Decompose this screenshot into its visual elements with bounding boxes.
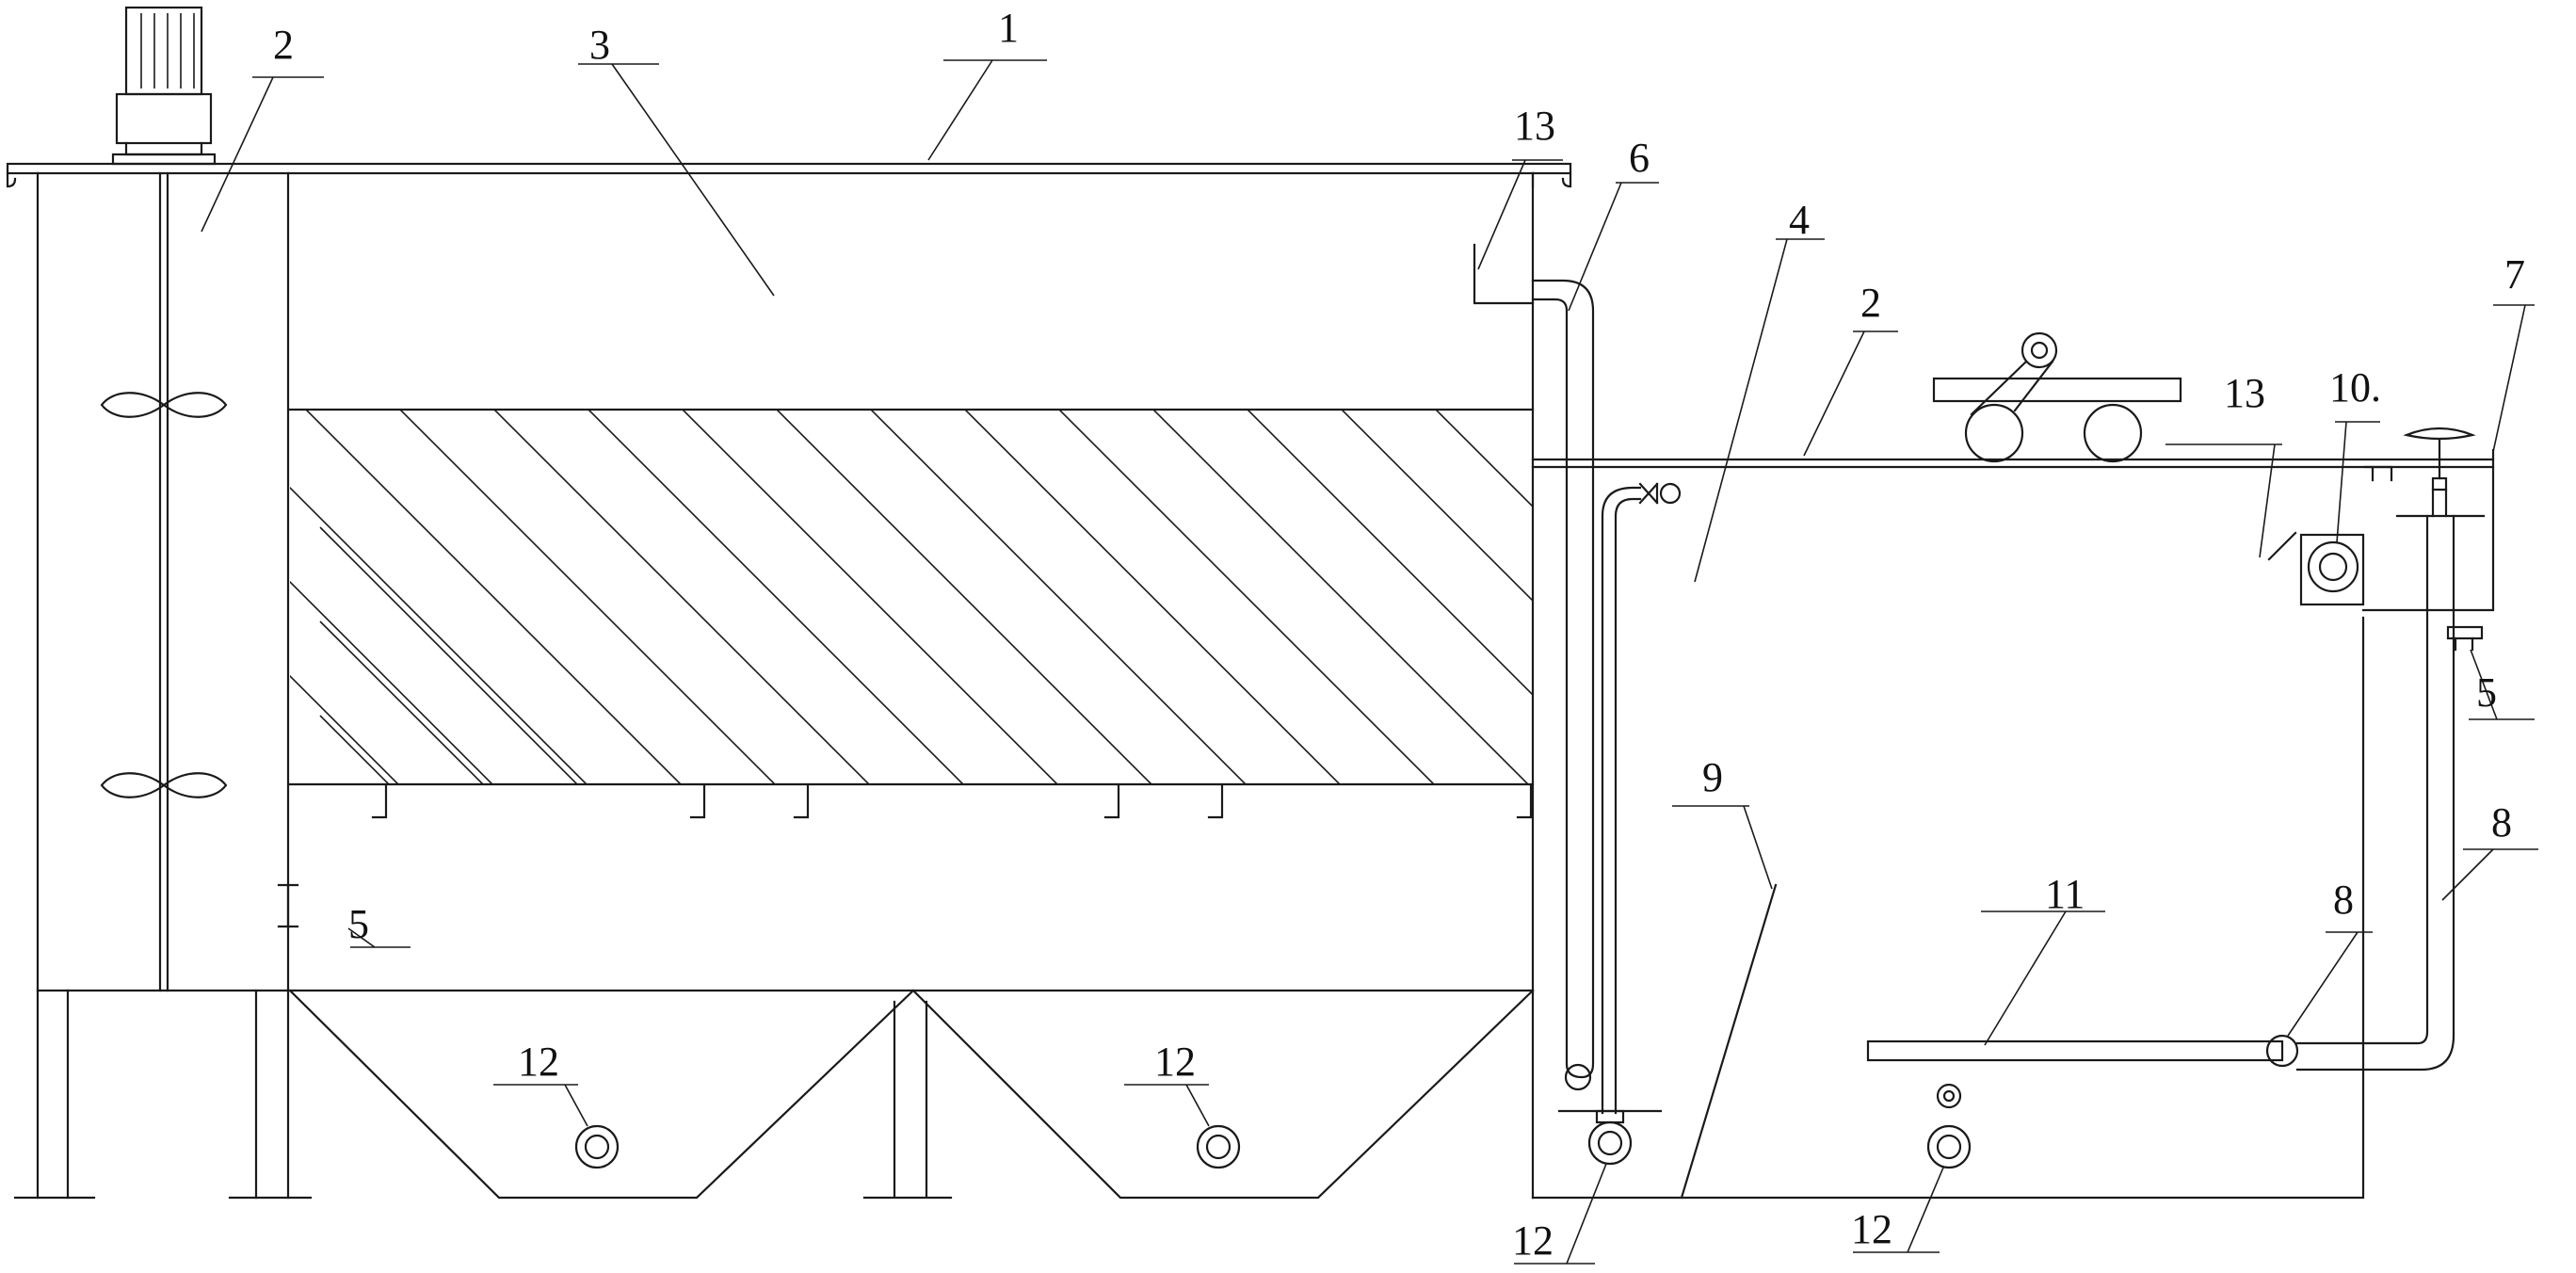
overflow-pipe (1531, 279, 1595, 1091)
distribution-pipe (1866, 1034, 2299, 1068)
label-weir-left: 13 (1514, 103, 1555, 149)
label-flotation-tank: 4 (1789, 197, 1810, 243)
label-frame: 1 (998, 5, 1019, 51)
labels: 1 2 3 13 6 4 2 7 13 10. 5 8 8 11 9 5 12 … (273, 5, 2525, 1264)
impeller-upper-icon (100, 392, 228, 418)
leader-lines (201, 59, 2538, 1265)
label-drain-3: 12 (1512, 1217, 1554, 1264)
settling-tank (288, 171, 1535, 1200)
scraper-carriage-icon (1932, 331, 2182, 463)
label-scum-chamber: 7 (2504, 251, 2525, 298)
label-overflow-pipe: 6 (1629, 135, 1650, 181)
motor-icon (111, 6, 217, 166)
label-drain-1: 12 (518, 1039, 559, 1085)
label-valve-right: 5 (2476, 669, 2497, 716)
flotation-tank (1473, 243, 2495, 1200)
label-weir-right: 13 (2224, 370, 2265, 416)
label-return-pipe: 8 (2491, 799, 2512, 846)
inclined-media (290, 410, 1533, 784)
valve-right-icon (2446, 625, 2484, 652)
return-pipe (2295, 427, 2486, 1072)
pump-icon (2299, 533, 2365, 606)
label-return-pipe-joint: 8 (2333, 877, 2354, 923)
label-drain-2: 12 (1154, 1039, 1196, 1085)
label-settling-tank: 3 (589, 22, 610, 68)
label-valve-left: 5 (348, 901, 369, 947)
recycle-pipe (1557, 482, 1682, 1124)
drain-4-icon (1926, 1083, 1972, 1169)
label-drain-4: 12 (1851, 1206, 1892, 1252)
top-cover-plate (6, 162, 1572, 188)
media-supports (371, 784, 1533, 819)
label-mixing-tank-right: 2 (1860, 280, 1881, 326)
drain-2-icon (1196, 1124, 1241, 1169)
label-pump: 10. (2329, 364, 2381, 411)
impeller-lower-icon (100, 772, 228, 798)
mixing-tank (13, 171, 1535, 1200)
label-distribution-pipe: 11 (2045, 871, 2085, 917)
label-mixing-tank: 2 (273, 22, 294, 68)
valve-left-icon (277, 883, 299, 928)
drain-3-icon (1587, 1120, 1633, 1166)
label-baffle: 9 (1702, 754, 1723, 800)
drain-1-icon (574, 1124, 620, 1169)
